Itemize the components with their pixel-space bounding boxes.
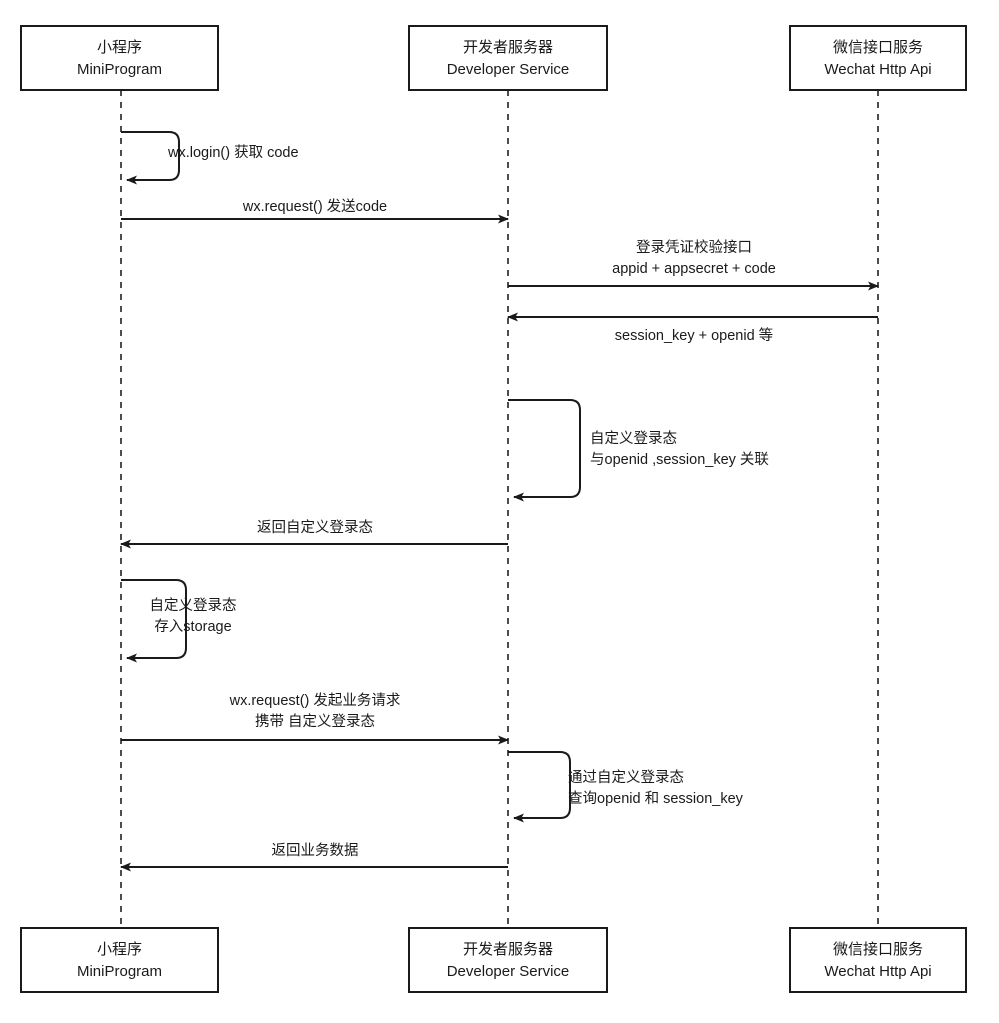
message-label: 自定义登录态 xyxy=(150,597,237,614)
participant-miniprogram-top[interactable]: 小程序 MiniProgram xyxy=(20,25,219,91)
participant-name-cn: 开发者服务器 xyxy=(463,941,553,958)
messages-layer: wx.login() 获取 code wx.request() 发送code 登录凭… xyxy=(120,131,879,872)
participant-name-en: Developer Service xyxy=(447,61,570,78)
participant-box xyxy=(789,927,967,993)
participant-wechat-http-api-bottom[interactable]: 微信接口服务 Wechat Http Api xyxy=(789,927,967,993)
message-label: 携带 自定义登录态 xyxy=(255,713,375,730)
participant-box xyxy=(20,927,219,993)
participant-box xyxy=(408,927,608,993)
participant-developer-service-top[interactable]: 开发者服务器 Developer Service xyxy=(408,25,608,91)
message-label: wx.login() 获取 code xyxy=(167,144,299,161)
message-label: wx.request() 发送code xyxy=(242,198,387,215)
message-self-loop xyxy=(121,579,187,663)
participant-box xyxy=(20,25,219,91)
message-msg-3[interactable]: 登录凭证校验接口 appid + appsecret + code xyxy=(508,239,879,291)
message-label: 通过自定义登录态 xyxy=(568,769,684,786)
participant-name-cn: 微信接口服务 xyxy=(833,941,923,958)
participant-developer-service-bottom[interactable]: 开发者服务器 Developer Service xyxy=(408,927,608,993)
message-label: 登录凭证校验接口 xyxy=(636,239,752,256)
participant-box xyxy=(789,25,967,91)
message-self-loop xyxy=(508,399,581,502)
participant-name-cn: 小程序 xyxy=(97,941,142,958)
message-label: 自定义登录态 xyxy=(590,430,677,447)
message-self-loop xyxy=(121,131,180,185)
participant-name-en: Wechat Http Api xyxy=(824,61,931,78)
message-msg-10[interactable]: 返回业务数据 xyxy=(120,842,508,872)
participant-wechat-http-api-top[interactable]: 微信接口服务 Wechat Http Api xyxy=(789,25,967,91)
message-label: appid + appsecret + code xyxy=(612,261,776,277)
message-label: session_key + openid 等 xyxy=(615,326,773,344)
participant-name-cn: 微信接口服务 xyxy=(833,39,923,56)
participant-miniprogram-bottom[interactable]: 小程序 MiniProgram xyxy=(20,927,219,993)
message-label: wx.request() 发起业务请求 xyxy=(229,692,401,709)
message-label: 查询openid 和 session_key xyxy=(568,790,744,807)
message-label: 返回自定义登录态 xyxy=(257,519,373,536)
participant-box xyxy=(408,25,608,91)
message-label: 与openid ,session_key 关联 xyxy=(590,451,769,468)
message-msg-6[interactable]: 返回自定义登录态 xyxy=(120,519,508,549)
participant-name-en: MiniProgram xyxy=(77,963,162,980)
message-msg-2[interactable]: wx.request() 发送code xyxy=(121,198,509,224)
participant-name-en: MiniProgram xyxy=(77,61,162,78)
message-label: 存入storage xyxy=(154,618,231,635)
message-msg-4[interactable]: session_key + openid 等 xyxy=(507,312,878,344)
participant-name-cn: 开发者服务器 xyxy=(463,39,553,56)
participant-name-cn: 小程序 xyxy=(97,39,142,56)
message-label: 返回业务数据 xyxy=(272,842,359,859)
participant-name-en: Developer Service xyxy=(447,963,570,980)
participants-layer: 小程序 MiniProgram 小程序 MiniProgram 开发者服务器 Develo… xyxy=(20,25,967,993)
message-msg-1[interactable]: wx.login() 获取 code xyxy=(121,131,299,185)
lifelines-layer xyxy=(120,90,879,928)
participant-name-en: Wechat Http Api xyxy=(824,963,931,980)
message-self-loop xyxy=(508,751,571,823)
